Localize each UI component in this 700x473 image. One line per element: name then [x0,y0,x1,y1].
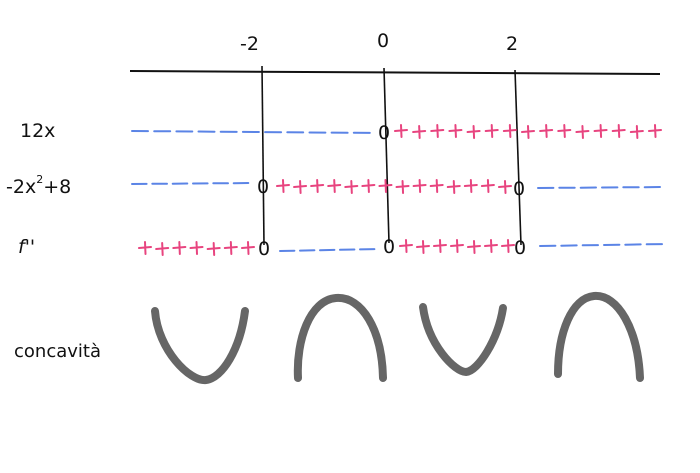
row-quadratic-positive-plus [327,179,342,193]
row-f-second-positive-left-plus [138,241,152,255]
row-12x-positive-plus [502,124,517,138]
row-quadratic-positive-plus [361,179,376,193]
vertical-line-0 [383,67,390,244]
cap-down-icon [554,292,644,382]
tick-label-2: 2 [506,33,518,55]
row-f-second-positive-mid-plus [484,239,498,253]
zero-12x-at-0: 0 [378,122,390,144]
row-quadratic-positive-plus [463,179,478,193]
vertical-line-minus-2 [261,65,265,246]
row-quadratic-positive-plus [378,179,393,193]
row-quadratic-positive-plus [344,180,359,194]
row-quadratic-positive-plus [498,180,512,194]
row-label-12x: 12x [20,120,55,142]
row-f-second-positive-mid-plus [416,240,430,254]
row-quadratic-positive-plus [412,179,427,193]
row-quadratic-positive-plus [310,179,325,193]
row-f-second-positive-mid-plus [433,239,447,253]
row-label-quadratic: -2x2+8 [6,173,71,198]
row-quadratic-positive-plus [395,180,410,194]
row-f-second-positive-mid-plus [399,239,413,253]
row-12x-positive-plus [412,125,427,139]
row-f-second-positive-left-plus [172,241,187,255]
row-label-quadratic-exponent: 2 [36,173,43,186]
row-f-second-positive-left-plus [189,241,204,255]
zero-f-second-at-minus-2: 0 [258,238,270,260]
row-label-f-second: f'' [18,236,35,258]
row-12x-positive-plus [629,125,644,139]
row-quadratic-positive-plus [480,179,495,193]
cap-down-icon [293,293,387,382]
row-f-second-positive-mid-plus [450,239,464,253]
top-axis-line [129,70,661,75]
concavity-label: concavità [14,341,101,362]
row-label-quadratic-tail: +8 [43,176,71,198]
row-quadratic-positive-plus [293,180,308,194]
row-f-second-positive-left-plus [223,241,238,255]
row-12x-positive-plus [611,124,626,138]
row-quadratic-positive-plus [276,179,290,193]
vertical-line-2 [514,69,522,246]
row-12x-positive-plus [575,125,590,139]
row-12x-positive-plus [430,124,445,138]
row-12x-positive-plus [484,124,499,138]
zero-quadratic-at-2: 0 [513,178,525,200]
row-quadratic-positive-plus [446,180,461,194]
row-quadratic-positive-plus [429,179,444,193]
row-12x-positive-plus [394,124,408,138]
row-12x-positive-plus [593,124,608,138]
row-label-quadratic-base: -2x [6,176,36,198]
cup-up-icon [419,303,507,377]
row-12x-positive-plus [539,124,554,138]
zero-f-second-at-2: 0 [514,237,526,259]
tick-label-0: 0 [377,30,389,52]
row-f-second-positive-mid-plus [467,240,481,254]
row-12x-positive-plus [521,125,535,139]
tick-label-minus-2: -2 [240,33,259,55]
row-f-second-positive-left-plus [241,241,255,255]
row-f-second-positive-left-plus [206,242,221,256]
row-12x-positive-plus [448,124,463,138]
sign-segments [131,124,663,256]
zero-f-second-at-0: 0 [383,236,395,258]
zero-quadratic-at-minus-2: 0 [257,176,269,198]
row-12x-positive-plus [648,124,662,138]
row-f-second-positive-mid-plus [501,239,515,253]
cup-up-icon [151,307,249,384]
row-12x-positive-plus [557,124,572,138]
row-f-second-positive-left-plus [155,242,170,256]
row-12x-positive-plus [466,125,481,139]
